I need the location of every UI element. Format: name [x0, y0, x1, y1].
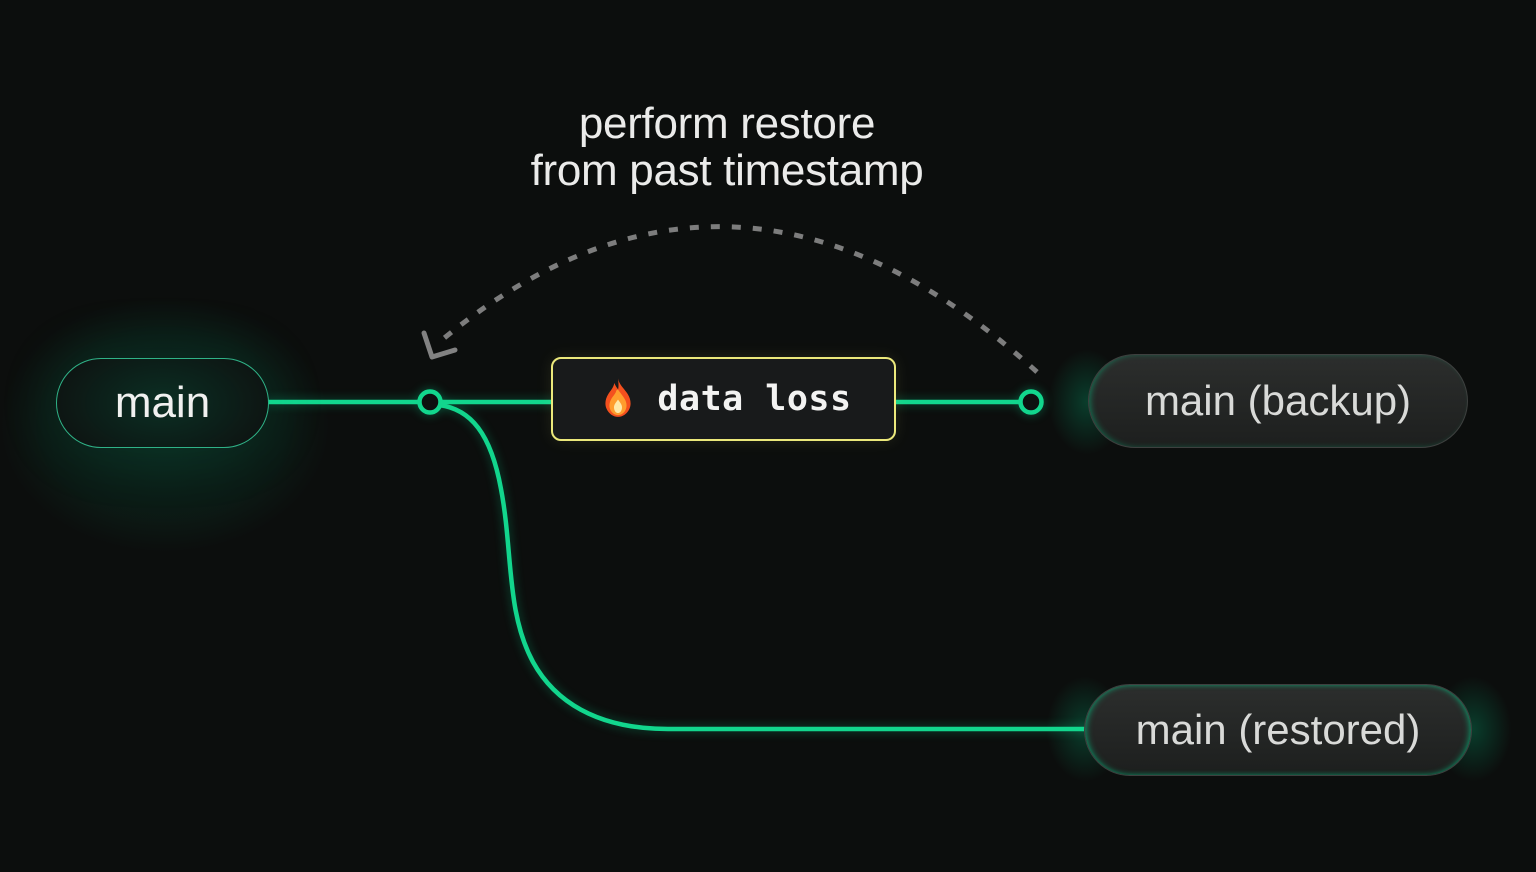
data-loss-box: data loss	[551, 357, 896, 441]
fire-icon	[605, 378, 631, 417]
restore-annotation-line1: perform restore	[578, 99, 876, 148]
branch-point-circle-left	[417, 389, 443, 415]
restore-arc-arrowhead-icon	[421, 330, 458, 360]
branch-point-circle-right	[1018, 389, 1044, 415]
branch-node-main-backup-label: main (backup)	[1144, 377, 1412, 424]
restore-arc-dashed-line	[435, 224, 1039, 374]
branch-node-main-restored-label: main (restored)	[1135, 706, 1421, 753]
branch-node-main-restored: main (restored)	[1084, 684, 1472, 776]
restore-annotation: perform restore from past timestamp	[427, 100, 1027, 194]
data-loss-label: data loss	[657, 379, 852, 419]
branch-node-main: main	[56, 358, 269, 448]
restore-annotation-line2: from past timestamp	[530, 146, 924, 195]
edge-branch-to-restored	[436, 402, 1090, 732]
branch-node-main-label: main	[114, 378, 211, 427]
branch-node-main-backup: main (backup)	[1088, 354, 1468, 448]
